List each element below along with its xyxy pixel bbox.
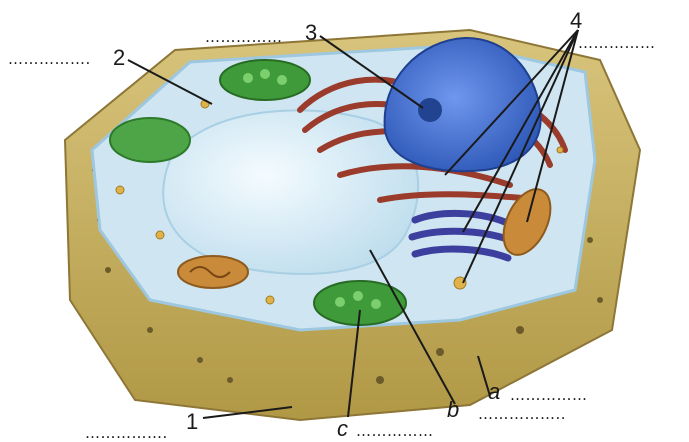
blank-3: ……………: [205, 30, 283, 45]
blank-2: …………….: [8, 52, 91, 67]
central-vacuole: [163, 110, 418, 274]
label-4: 4: [570, 10, 582, 32]
label-a: a: [488, 381, 500, 403]
blank-1: …………….: [85, 426, 168, 441]
blank-a-bottom: ……………..: [478, 407, 566, 422]
label-2: 2: [113, 47, 125, 69]
label-3: 3: [305, 22, 317, 44]
label-1: 1: [186, 411, 198, 433]
blank-a-top: ……………: [510, 388, 588, 403]
label-b: b: [447, 399, 459, 421]
blank-4: ……………: [578, 36, 656, 51]
nucleolus: [418, 98, 442, 122]
